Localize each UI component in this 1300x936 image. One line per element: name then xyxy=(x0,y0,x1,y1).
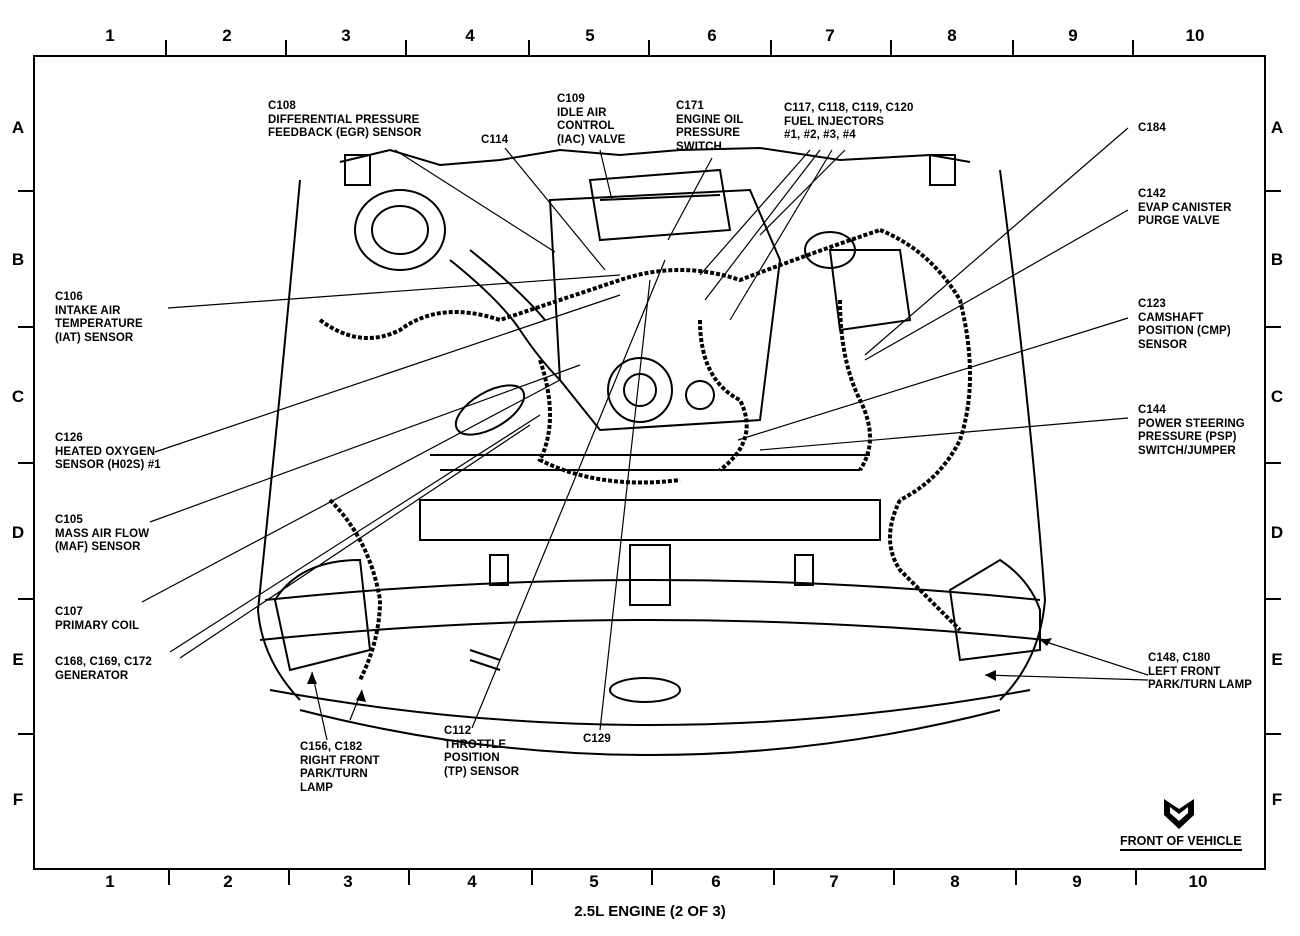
grid-tick xyxy=(18,190,33,192)
grid-tick xyxy=(1135,870,1137,885)
grid-tick xyxy=(168,870,170,885)
label-c108-egr-sensor: C108 DIFFERENTIAL PRESSURE FEEDBACK (EGR… xyxy=(268,100,422,139)
grid-column-top-6: 6 xyxy=(707,26,717,45)
grid-tick xyxy=(1132,40,1134,55)
label-c109-iac-valve: C109 IDLE AIR CONTROL (IAC) VALVE xyxy=(557,93,626,146)
label-c117-fuel-injectors: C117, C118, C119, C120 FUEL INJECTORS #1… xyxy=(784,102,914,141)
grid-tick xyxy=(1266,326,1281,328)
grid-column-top-8: 8 xyxy=(947,26,957,45)
grid-column-bottom-7: 7 xyxy=(829,872,839,891)
label-c106-iat-sensor: C106 INTAKE AIR TEMPERATURE (IAT) SENSOR xyxy=(55,291,143,344)
grid-column-top-1: 1 xyxy=(105,26,115,45)
grid-column-bottom-3: 3 xyxy=(343,872,353,891)
grid-tick xyxy=(648,40,650,55)
grid-tick xyxy=(165,40,167,55)
grid-column-top-2: 2 xyxy=(222,26,232,45)
grid-row-right-B: B xyxy=(1270,250,1284,269)
grid-tick xyxy=(770,40,772,55)
grid-column-bottom-9: 9 xyxy=(1072,872,1082,891)
grid-row-right-F: F xyxy=(1271,790,1283,809)
grid-row-left-D: D xyxy=(11,523,25,542)
grid-tick xyxy=(18,598,33,600)
grid-tick xyxy=(1266,598,1281,600)
grid-row-right-E: E xyxy=(1271,650,1283,669)
grid-row-right-D: D xyxy=(1270,523,1284,542)
label-c184: C184 xyxy=(1138,122,1166,134)
label-c144-psp-switch: C144 POWER STEERING PRESSURE (PSP) SWITC… xyxy=(1138,404,1245,457)
diagram-frame xyxy=(33,55,1266,870)
grid-row-left-C: C xyxy=(11,387,25,406)
label-c142-evap-purge-valve: C142 EVAP CANISTER PURGE VALVE xyxy=(1138,188,1232,227)
grid-row-left-F: F xyxy=(12,790,24,809)
grid-tick xyxy=(1015,870,1017,885)
grid-tick xyxy=(1266,733,1281,735)
grid-tick xyxy=(890,40,892,55)
grid-row-left-A: A xyxy=(11,118,25,137)
label-c126-heated-oxygen-sensor: C126 HEATED OXYGEN SENSOR (H02S) #1 xyxy=(55,432,161,471)
grid-tick xyxy=(531,870,533,885)
grid-column-bottom-10: 10 xyxy=(1188,872,1208,891)
grid-column-top-7: 7 xyxy=(825,26,835,45)
grid-tick xyxy=(18,326,33,328)
grid-tick xyxy=(285,40,287,55)
diagram-caption: 2.5L ENGINE (2 OF 3) xyxy=(574,903,726,920)
grid-tick xyxy=(408,870,410,885)
grid-row-right-A: A xyxy=(1270,118,1284,137)
grid-tick xyxy=(288,870,290,885)
label-c148-left-front-lamp: C148, C180 LEFT FRONT PARK/TURN LAMP xyxy=(1148,652,1253,691)
grid-tick xyxy=(18,462,33,464)
label-c112-tp-sensor: C112 THROTTLE POSITION (TP) SENSOR xyxy=(444,725,520,778)
grid-tick xyxy=(893,870,895,885)
grid-tick xyxy=(651,870,653,885)
grid-column-top-3: 3 xyxy=(341,26,351,45)
grid-column-bottom-5: 5 xyxy=(589,872,599,891)
grid-row-left-B: B xyxy=(11,250,25,269)
grid-tick xyxy=(773,870,775,885)
label-c171-oil-pressure-switch: C171 ENGINE OIL PRESSURE SWITCH xyxy=(676,100,744,153)
grid-row-right-C: C xyxy=(1270,387,1284,406)
grid-column-bottom-8: 8 xyxy=(950,872,960,891)
grid-column-top-4: 4 xyxy=(465,26,475,45)
grid-column-top-9: 9 xyxy=(1068,26,1078,45)
grid-tick xyxy=(1266,190,1281,192)
grid-column-bottom-6: 6 xyxy=(711,872,721,891)
grid-tick xyxy=(405,40,407,55)
label-c129: C129 xyxy=(583,733,611,745)
grid-column-top-5: 5 xyxy=(585,26,595,45)
grid-column-bottom-2: 2 xyxy=(223,872,233,891)
grid-tick xyxy=(1266,462,1281,464)
label-c123-cmp-sensor: C123 CAMSHAFT POSITION (CMP) SENSOR xyxy=(1138,298,1231,351)
grid-tick xyxy=(1012,40,1014,55)
grid-column-bottom-4: 4 xyxy=(467,872,477,891)
label-c114: C114 xyxy=(481,134,509,146)
front-of-vehicle-label: FRONT OF VEHICLE xyxy=(1120,834,1242,851)
label-c168-generator: C168, C169, C172 GENERATOR xyxy=(55,656,152,682)
grid-column-bottom-1: 1 xyxy=(105,872,115,891)
grid-column-top-10: 10 xyxy=(1185,26,1205,45)
label-c105-maf-sensor: C105 MASS AIR FLOW (MAF) SENSOR xyxy=(55,514,150,553)
label-c156-right-front-lamp: C156, C182 RIGHT FRONT PARK/TURN LAMP xyxy=(300,741,380,794)
front-of-vehicle-arrow-icon xyxy=(1164,799,1194,829)
grid-tick xyxy=(528,40,530,55)
grid-row-left-E: E xyxy=(12,650,24,669)
grid-tick xyxy=(18,733,33,735)
label-c107-primary-coil: C107 PRIMARY COIL xyxy=(55,606,140,632)
